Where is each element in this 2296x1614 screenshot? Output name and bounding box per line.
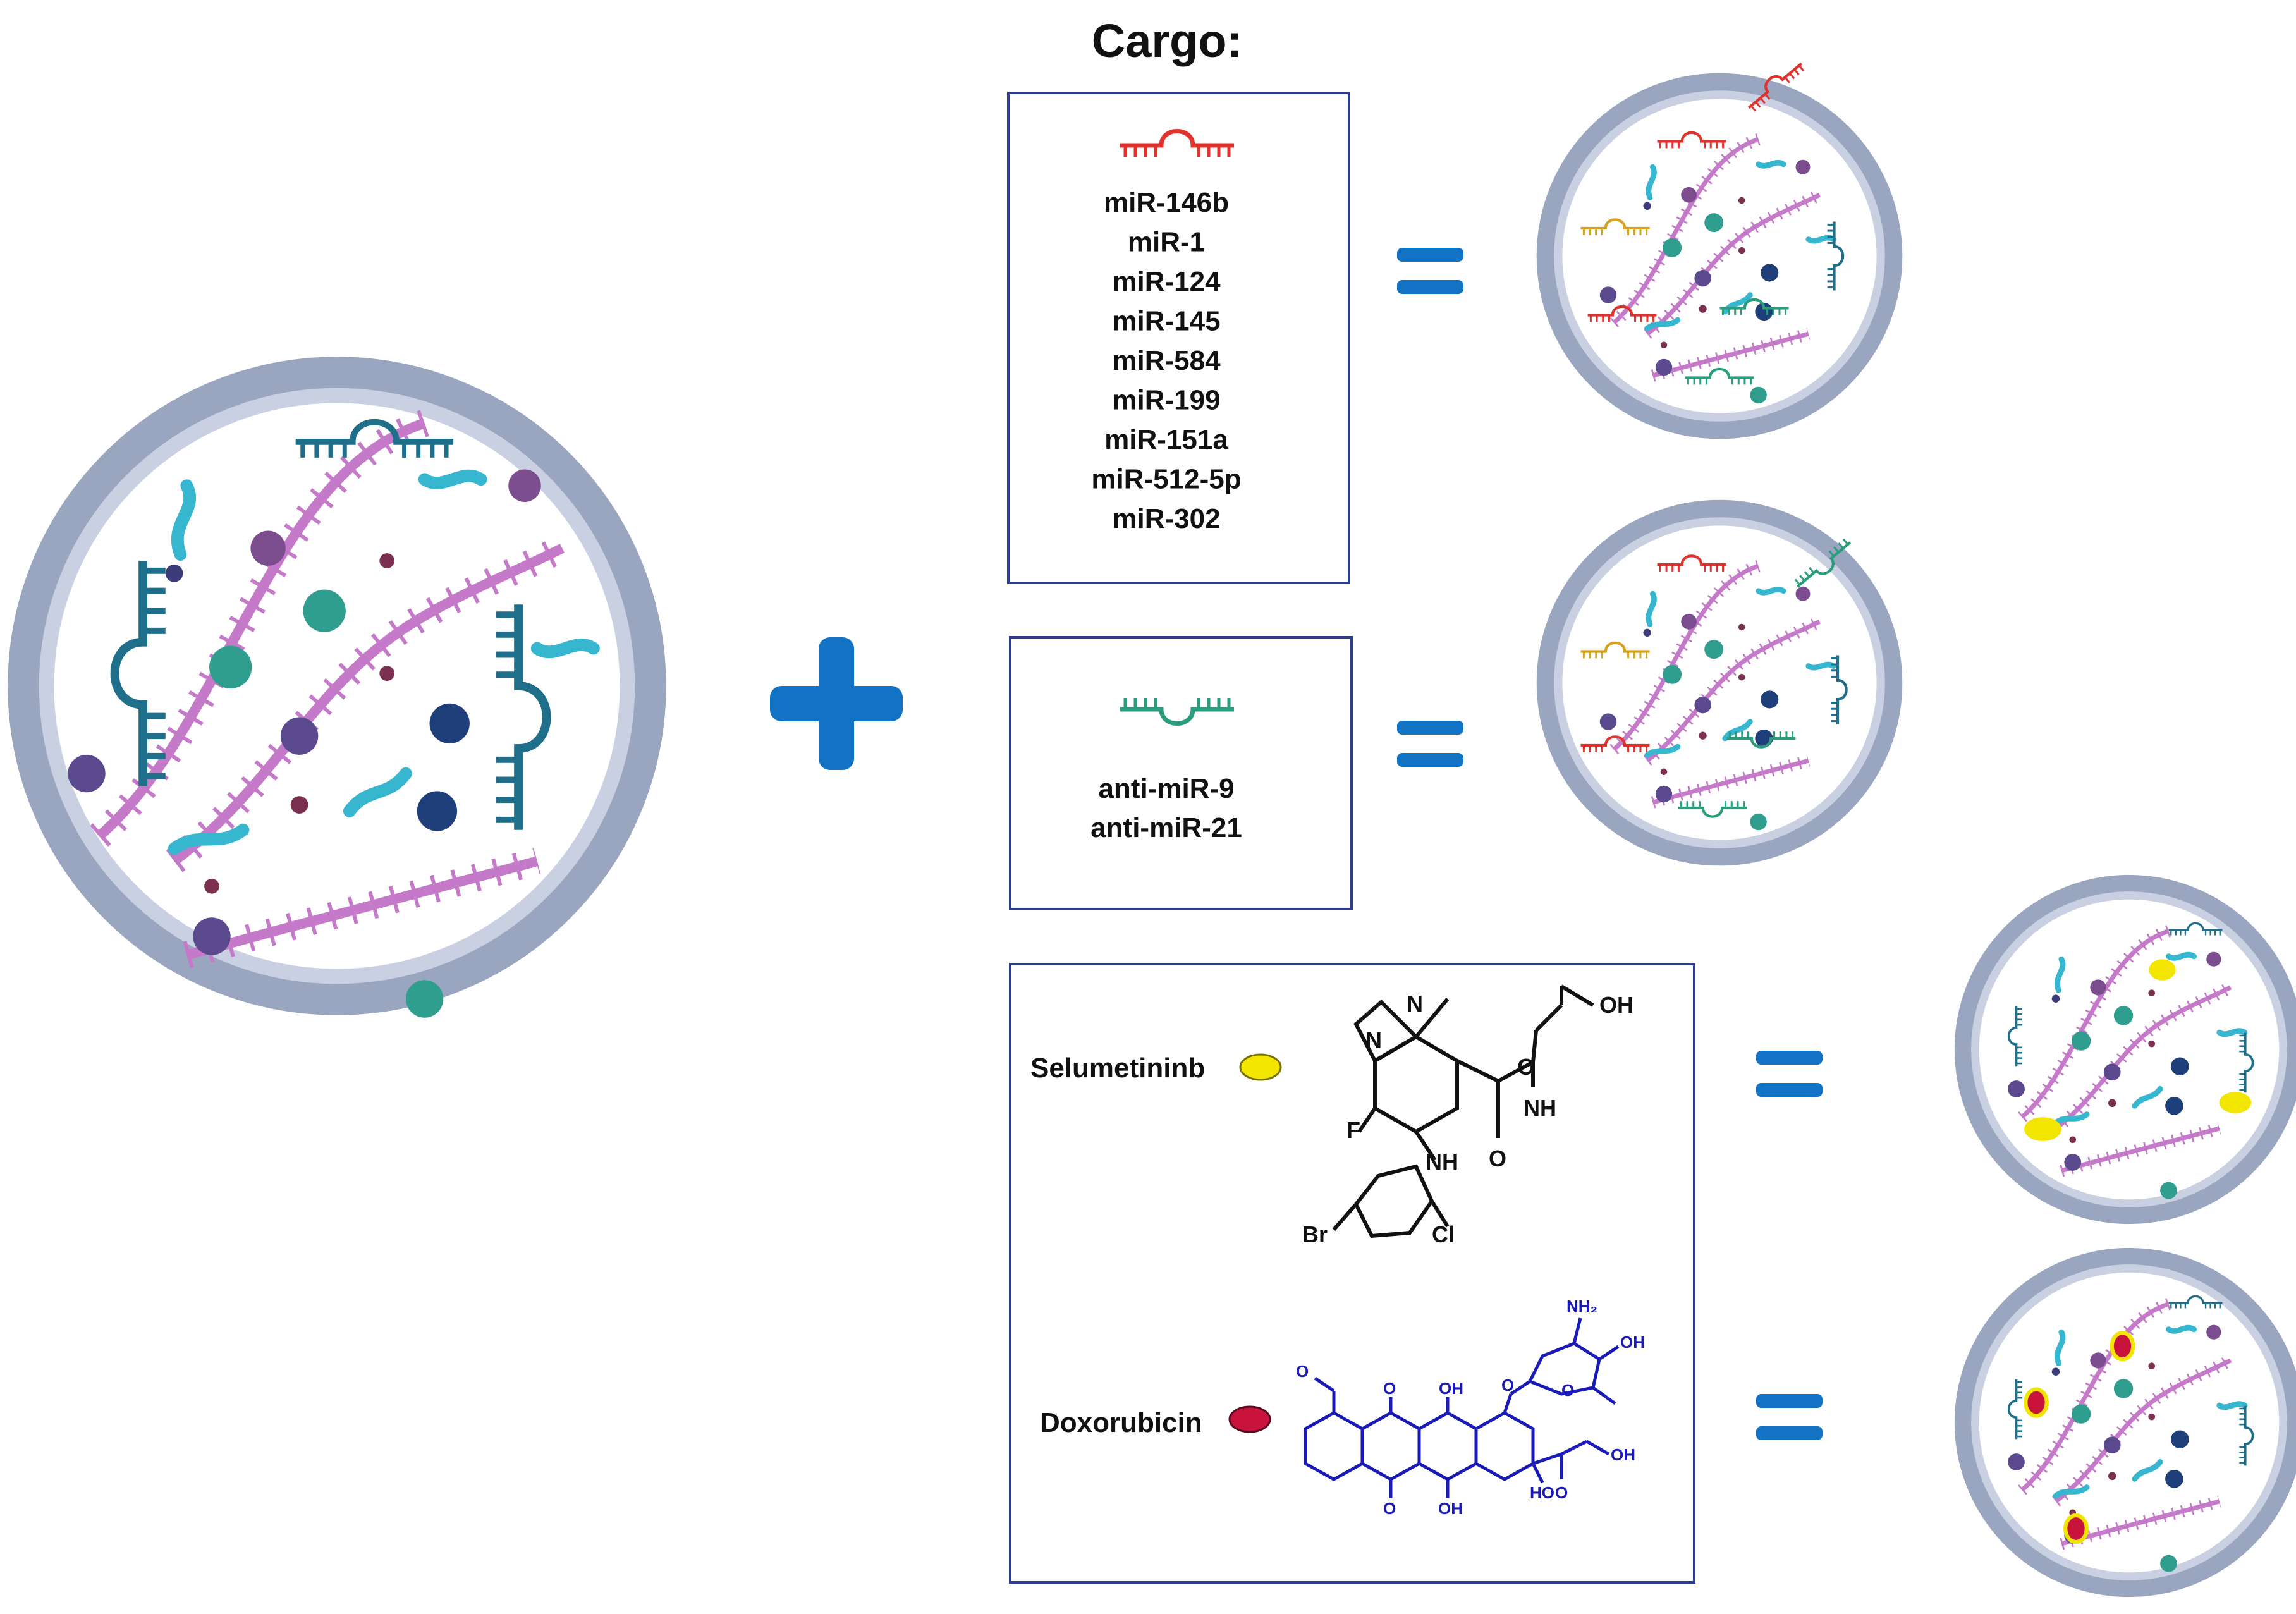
antimir-loaded-exosome (1546, 509, 1893, 857)
equals-sign (1756, 1394, 1823, 1440)
mirna-item: miR-302 (1112, 503, 1220, 534)
doxorubicin-label: Doxorubicin (1040, 1407, 1202, 1438)
mirna-item: miR-584 (1112, 345, 1221, 376)
svg-text:O: O (1517, 1054, 1535, 1080)
cargo-title: Cargo: (1092, 15, 1242, 67)
svg-text:Cl: Cl (1432, 1221, 1455, 1247)
mirna-loaded-exosome (1546, 57, 1893, 430)
doxorubicin-structure (1304, 1317, 1620, 1498)
svg-text:OH: OH (1620, 1333, 1645, 1352)
doxorubicin-pill-icon (1228, 1405, 1271, 1433)
svg-text:N: N (1365, 1027, 1382, 1053)
svg-text:NH: NH (1426, 1149, 1458, 1175)
svg-text:NH₂: NH₂ (1566, 1297, 1597, 1316)
equals-sign (1756, 1051, 1823, 1097)
mirna-item: miR-124 (1112, 266, 1221, 297)
mirna-item: miR-151a (1104, 424, 1228, 455)
mirna-item: miR-512-5p (1091, 464, 1241, 495)
svg-text:OH: OH (1599, 992, 1633, 1018)
equals-sign (1397, 721, 1463, 767)
plus-sign (770, 637, 903, 770)
equals-sign (1397, 248, 1463, 294)
antimir-item: anti-miR-9 (1098, 773, 1234, 804)
selumetinib-pill-icon (1239, 1053, 1282, 1081)
mirna-item: miR-145 (1112, 306, 1220, 337)
antimir-cargo-box: anti-miR-9 anti-miR-21 (1009, 636, 1353, 910)
mirna-cargo-box: miR-146b miR-1 miR-124 miR-145 miR-584 miR-19… (1007, 92, 1350, 584)
svg-text:O: O (1561, 1381, 1574, 1400)
svg-text:O: O (1555, 1483, 1568, 1502)
doxorubicin-atom-labels: O O OH O NH₂ OH O HO OH O OH O (1296, 1297, 1645, 1518)
drug-cargo-box: Selumetininb OH O NH N N F (1009, 963, 1695, 1584)
selumetinib-atom-labels: OH O NH N N F NH O Br Cl (1302, 991, 1633, 1247)
svg-text:OH: OH (1439, 1379, 1463, 1398)
source-exosome (24, 373, 650, 1018)
mirna-item: miR-199 (1112, 385, 1220, 416)
svg-text:O: O (1501, 1376, 1514, 1395)
mirna-item: miR-146b (1104, 187, 1229, 218)
svg-text:O: O (1296, 1362, 1309, 1381)
svg-text:OH: OH (1438, 1499, 1463, 1518)
svg-text:O: O (1383, 1499, 1396, 1518)
mirna-item: miR-1 (1128, 227, 1205, 258)
svg-text:HO: HO (1530, 1483, 1554, 1502)
svg-text:Br: Br (1302, 1221, 1328, 1247)
svg-text:OH: OH (1611, 1445, 1635, 1464)
svg-text:O: O (1383, 1379, 1396, 1398)
svg-text:N: N (1407, 991, 1423, 1017)
svg-text:NH: NH (1524, 1095, 1556, 1121)
antimir-item: anti-miR-21 (1090, 812, 1242, 843)
svg-text:O: O (1489, 1146, 1506, 1171)
doxorubicin-loaded-exosome (1963, 1257, 2295, 1589)
svg-text:F: F (1346, 1117, 1360, 1143)
selumetinib-loaded-exosome (1963, 884, 2295, 1216)
selumetinib-structure (1332, 984, 1594, 1238)
selumetinib-label: Selumetininb (1030, 1053, 1205, 1084)
